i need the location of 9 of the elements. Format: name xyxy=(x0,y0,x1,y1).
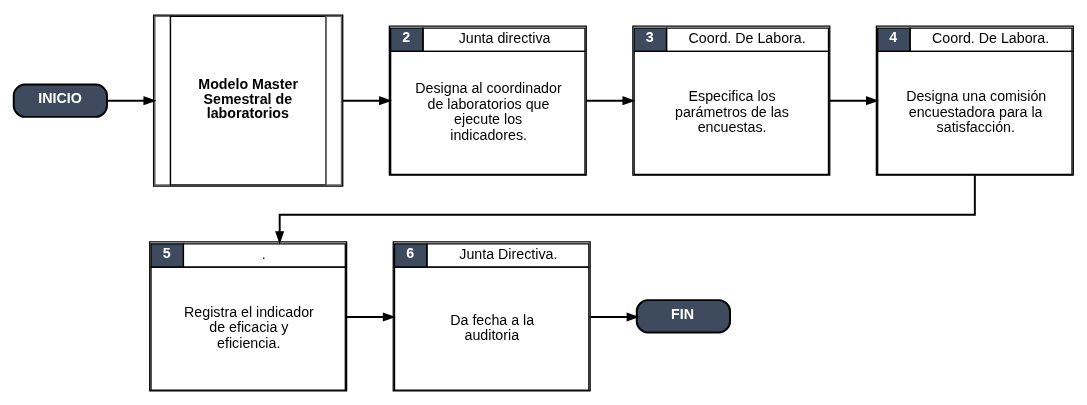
node-box: INICIO xyxy=(12,83,108,118)
arrow xyxy=(585,95,636,105)
arrow xyxy=(829,95,879,105)
node-box: FIN xyxy=(635,298,731,333)
arrow xyxy=(589,311,640,322)
arrow xyxy=(106,95,157,105)
arrow xyxy=(341,95,392,105)
arrow xyxy=(275,173,976,244)
arrow xyxy=(345,311,396,322)
